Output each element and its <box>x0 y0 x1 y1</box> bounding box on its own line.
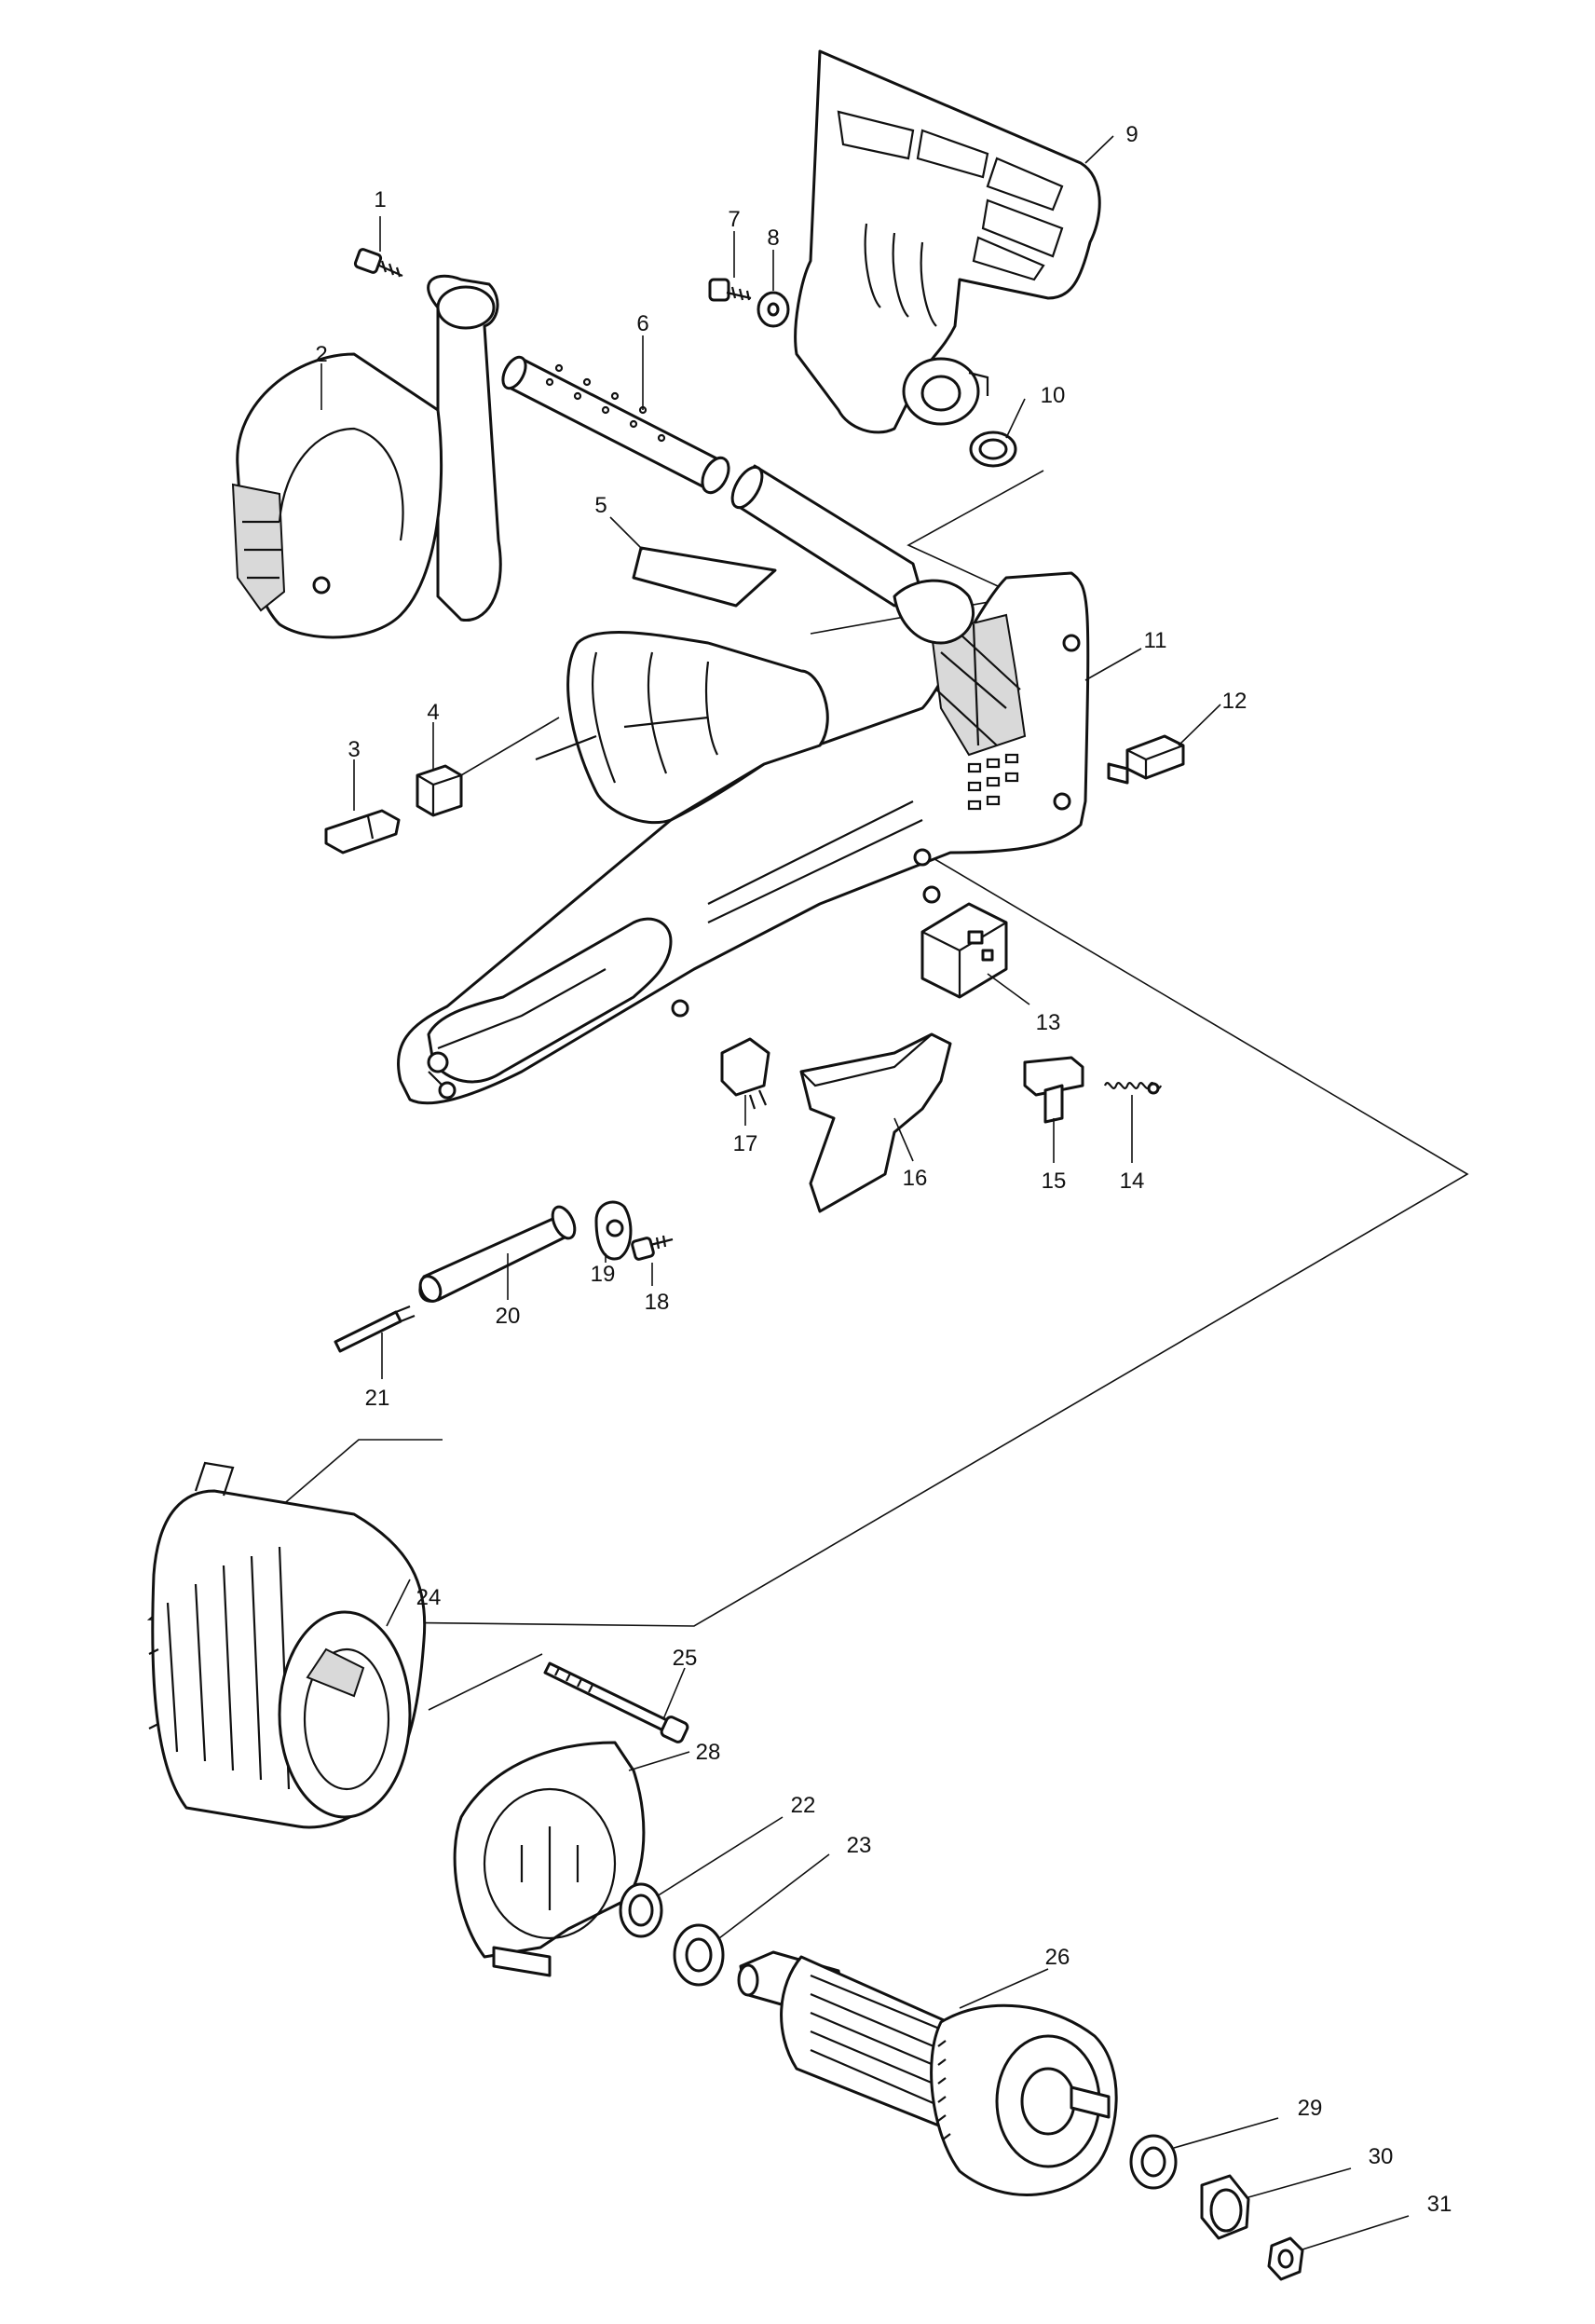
part-6-perforated-tube <box>501 355 730 495</box>
part-2-front-handle <box>231 274 502 639</box>
part-label-26: 26 <box>1045 1945 1070 1970</box>
part-20-cord-guard <box>418 1205 577 1303</box>
part-label-5: 5 <box>594 493 607 518</box>
part-label-14: 14 <box>1120 1169 1145 1194</box>
part-31-nut <box>1267 2236 1304 2281</box>
part-label-24: 24 <box>416 1585 442 1610</box>
part-8-washer <box>757 291 790 328</box>
part-26-armature <box>737 1950 1118 2196</box>
part-30-sprocket <box>1200 2174 1250 2240</box>
part-label-16: 16 <box>903 1166 928 1191</box>
part-label-30: 30 <box>1369 2144 1394 2169</box>
part-14-spring <box>1103 1082 1163 1095</box>
part-17-filter <box>720 1037 770 1110</box>
part-label-8: 8 <box>767 226 779 251</box>
part-19-strain-relief <box>594 1200 633 1261</box>
part-label-13: 13 <box>1036 1010 1061 1035</box>
part-label-11: 11 <box>1144 628 1167 653</box>
part-label-6: 6 <box>636 311 648 336</box>
part-label-2: 2 <box>315 342 327 367</box>
part-label-20: 20 <box>496 1304 521 1329</box>
part-label-1: 1 <box>374 187 386 212</box>
part-12-micro-switch <box>1107 734 1185 785</box>
part-label-9: 9 <box>1125 122 1138 147</box>
part-label-21: 21 <box>365 1386 390 1411</box>
part-16-trigger <box>799 1032 952 1213</box>
part-label-7: 7 <box>728 207 740 232</box>
part-label-25: 25 <box>673 1646 698 1671</box>
part-label-18: 18 <box>645 1290 670 1315</box>
part-label-10: 10 <box>1041 383 1066 408</box>
part-24-field-stator <box>148 1461 427 1829</box>
part-label-19: 19 <box>591 1262 616 1287</box>
part-label-22: 22 <box>791 1793 816 1818</box>
part-label-4: 4 <box>427 700 439 725</box>
part-label-3: 3 <box>348 737 360 762</box>
part-29-ball-bearing <box>1129 2134 1178 2190</box>
part-label-23: 23 <box>847 1833 872 1858</box>
part-25-through-bolt <box>428 1653 689 1743</box>
part-22-ball-bearing <box>619 1882 663 1938</box>
part-18-screw <box>631 1235 674 1261</box>
part-label-17: 17 <box>733 1131 758 1156</box>
part-label-29: 29 <box>1298 2096 1323 2121</box>
part-label-31: 31 <box>1427 2192 1452 2217</box>
part-28-baffle-plate <box>453 1741 646 1977</box>
part-23-bearing-retainer <box>673 1923 725 1987</box>
assembly-guide-lines <box>146 470 1469 1627</box>
part-5-label-plate <box>632 546 777 608</box>
part-label-12: 12 <box>1222 689 1247 714</box>
part-11-housing <box>396 464 1090 1105</box>
part-13-switch <box>920 902 1008 999</box>
part-21-power-cord <box>334 1305 416 1353</box>
part-15-lock-off-button <box>1023 1056 1084 1124</box>
part-3-carbon-brush <box>324 809 401 854</box>
part-9-hand-guard <box>794 49 1101 434</box>
part-number-labels: 1 2 3 4 5 6 7 8 9 10 11 12 13 14 15 16 1… <box>315 122 1452 2217</box>
part-1-screw <box>353 248 403 278</box>
part-label-15: 15 <box>1042 1169 1067 1194</box>
part-4-brush-holder <box>416 717 560 817</box>
leader-lines <box>320 135 1410 2250</box>
part-label-28: 28 <box>696 1740 721 1765</box>
part-10-retaining-ring <box>969 431 1017 468</box>
part-7-screw <box>708 278 752 302</box>
